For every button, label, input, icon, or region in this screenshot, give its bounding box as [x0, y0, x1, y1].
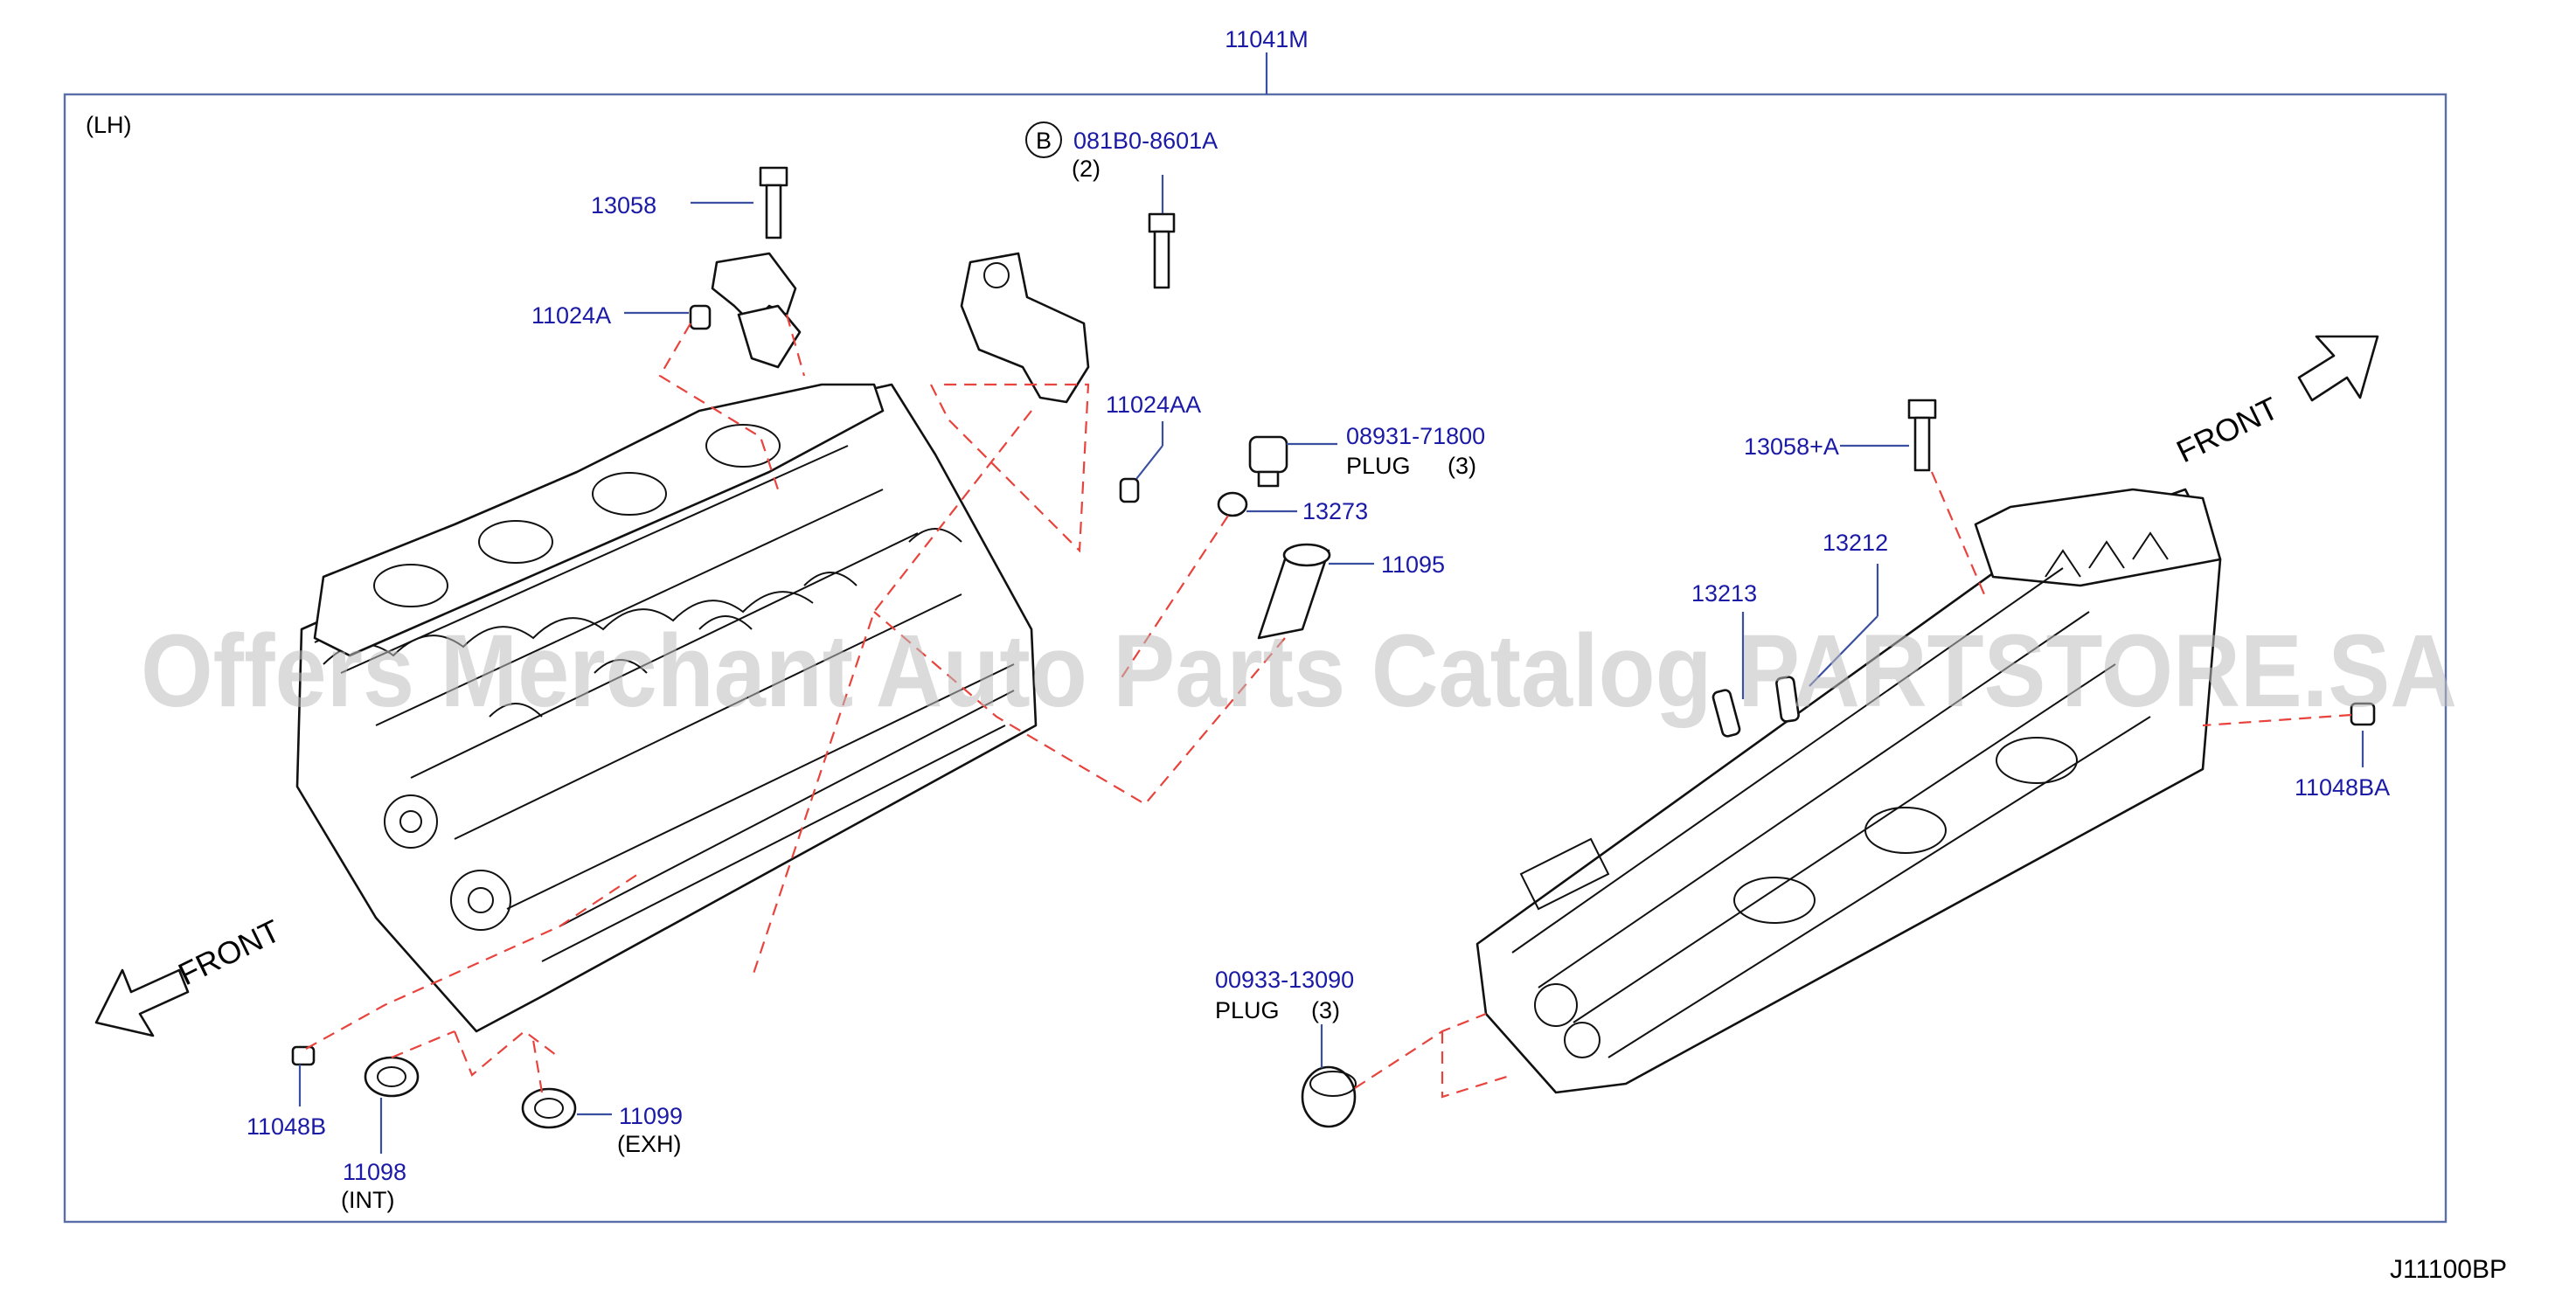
pin-11048ba: [2350, 702, 2376, 726]
callout-11095[interactable]: 11095: [1381, 551, 1445, 578]
assembly-frame: [63, 93, 2448, 1224]
diagram-code: J11100BP: [2390, 1255, 2507, 1284]
callout-13213[interactable]: 13213: [1691, 580, 1757, 607]
dowel-11024aa: [1119, 477, 1140, 503]
watermark: Offers Merchant Auto Parts Catalog PARTS…: [141, 614, 2457, 729]
callout-11048b[interactable]: 11048B: [246, 1113, 326, 1140]
callout-11098[interactable]: 11098: [343, 1159, 406, 1185]
leader-lines: [298, 175, 2364, 1154]
right-side-bracket: [960, 252, 1090, 404]
callout-11024a[interactable]: 11024A: [531, 302, 611, 329]
seal-11099: [521, 1087, 577, 1129]
callout-00933-qty: (3): [1311, 997, 1340, 1023]
callout-11099-note: (EXH): [617, 1131, 682, 1157]
left-cam-bracket: [711, 252, 802, 369]
ref-badge-letter: B: [1036, 128, 1052, 154]
callout-08931-desc: PLUG: [1346, 453, 1411, 479]
pin-11048b: [291, 1045, 316, 1066]
callout-11024aa[interactable]: 11024AA: [1106, 392, 1201, 418]
left-cylinder-head: [295, 383, 1038, 1033]
guide-13212: [1775, 676, 1800, 723]
plug-00933: [1301, 1065, 1357, 1128]
callout-081b0-8601a[interactable]: 081B0-8601A: [1073, 128, 1218, 154]
callout-11099[interactable]: 11099: [619, 1103, 683, 1129]
callout-08931-71800[interactable]: 08931-71800: [1346, 423, 1485, 449]
callout-00933-desc: PLUG: [1215, 997, 1280, 1023]
front-arrow-left: [94, 968, 190, 1037]
front-arrow-right: [2297, 335, 2379, 402]
plug-08931: [1248, 435, 1288, 488]
guide-13213: [1712, 689, 1741, 738]
callout-081b0-qty: (2): [1072, 156, 1101, 182]
bolt-13058a: [1907, 399, 1937, 472]
tube-11095: [1257, 543, 1331, 640]
bolt-081b0: [1148, 212, 1176, 289]
assembly-number[interactable]: 11041M: [1225, 26, 1309, 52]
front-label-left: FRONT: [173, 912, 286, 992]
callout-11048ba[interactable]: 11048BA: [2295, 774, 2390, 801]
seal-11098: [364, 1056, 420, 1098]
front-label-right: FRONT: [2171, 390, 2284, 469]
callout-11098-note: (INT): [341, 1187, 394, 1213]
guide-lines-right: [1354, 471, 2352, 1099]
guide-lines-left: [305, 314, 1286, 1093]
callout-13058[interactable]: 13058: [591, 192, 656, 218]
callout-00933-13090[interactable]: 00933-13090: [1215, 967, 1354, 993]
callout-08931-qty: (3): [1448, 453, 1476, 479]
ref-badge-circle: [1025, 121, 1062, 158]
bolt-13058: [759, 166, 788, 239]
side-label: (LH): [86, 112, 132, 138]
dowel-11024a: [689, 304, 712, 330]
callout-13273[interactable]: 13273: [1302, 498, 1368, 524]
washer-13273: [1217, 491, 1248, 517]
callout-13058-a[interactable]: 13058+A: [1744, 433, 1839, 460]
callout-13212[interactable]: 13212: [1823, 530, 1888, 556]
right-cylinder-head: [1475, 488, 2222, 1094]
